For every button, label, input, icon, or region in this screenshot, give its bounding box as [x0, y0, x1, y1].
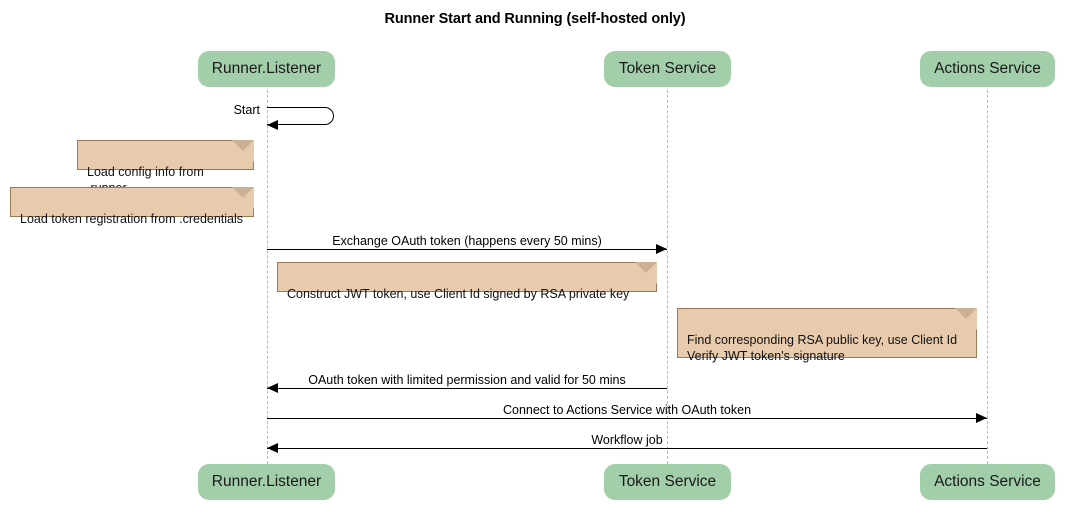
- lifeline-actions: [987, 90, 988, 464]
- diagram-title: Runner Start and Running (self-hosted on…: [384, 11, 686, 27]
- participant-label: Runner.Listener: [211, 473, 322, 490]
- message-oauth-return-line: [267, 388, 667, 389]
- participant-runner-bottom[interactable]: Runner.Listener: [198, 464, 335, 500]
- self-message-start-loop: [267, 107, 334, 125]
- message-exchange-arrowhead: [656, 244, 667, 254]
- participant-label: Actions Service: [934, 473, 1041, 490]
- message-oauth-return-arrowhead: [267, 383, 278, 393]
- participant-actions-bottom[interactable]: Actions Service: [920, 464, 1055, 500]
- note-verify-jwt: Find corresponding RSA public key, use C…: [677, 308, 977, 363]
- participant-label: Token Service: [618, 473, 717, 490]
- participant-token-bottom[interactable]: Token Service: [604, 464, 731, 500]
- note-text: Load token registration from .credential…: [20, 212, 244, 226]
- participant-token-top[interactable]: Token Service: [604, 51, 731, 87]
- participant-label: Token Service: [618, 60, 717, 77]
- note-construct-jwt: Construct JWT token, use Client Id signe…: [277, 262, 657, 301]
- note-load-config: Load config info from .runner: [77, 140, 254, 195]
- note-text: Find corresponding RSA public key, use C…: [687, 333, 958, 363]
- message-workflow-line: [267, 448, 987, 449]
- participant-actions-top[interactable]: Actions Service: [920, 51, 1055, 87]
- message-exchange-label: Exchange OAuth token (happens every 50 m…: [332, 234, 602, 248]
- message-connect-label: Connect to Actions Service with OAuth to…: [502, 403, 752, 417]
- message-exchange-line: [267, 249, 667, 250]
- message-connect-line: [267, 418, 987, 419]
- lifeline-runner: [267, 90, 268, 464]
- message-workflow-arrowhead: [267, 443, 278, 453]
- participant-label: Actions Service: [934, 60, 1041, 77]
- participant-label: Runner.Listener: [211, 60, 322, 77]
- message-oauth-return-label: OAuth token with limited permission and …: [308, 373, 626, 387]
- note-text: Construct JWT token, use Client Id signe…: [287, 287, 630, 301]
- self-message-start-label: Start: [233, 103, 260, 117]
- self-message-start-arrowhead: [267, 119, 278, 130]
- message-workflow-label: Workflow job: [591, 433, 663, 447]
- note-load-credentials: Load token registration from .credential…: [10, 187, 254, 226]
- message-connect-arrowhead: [976, 413, 987, 423]
- lifeline-token: [667, 90, 668, 464]
- participant-runner-top[interactable]: Runner.Listener: [198, 51, 335, 87]
